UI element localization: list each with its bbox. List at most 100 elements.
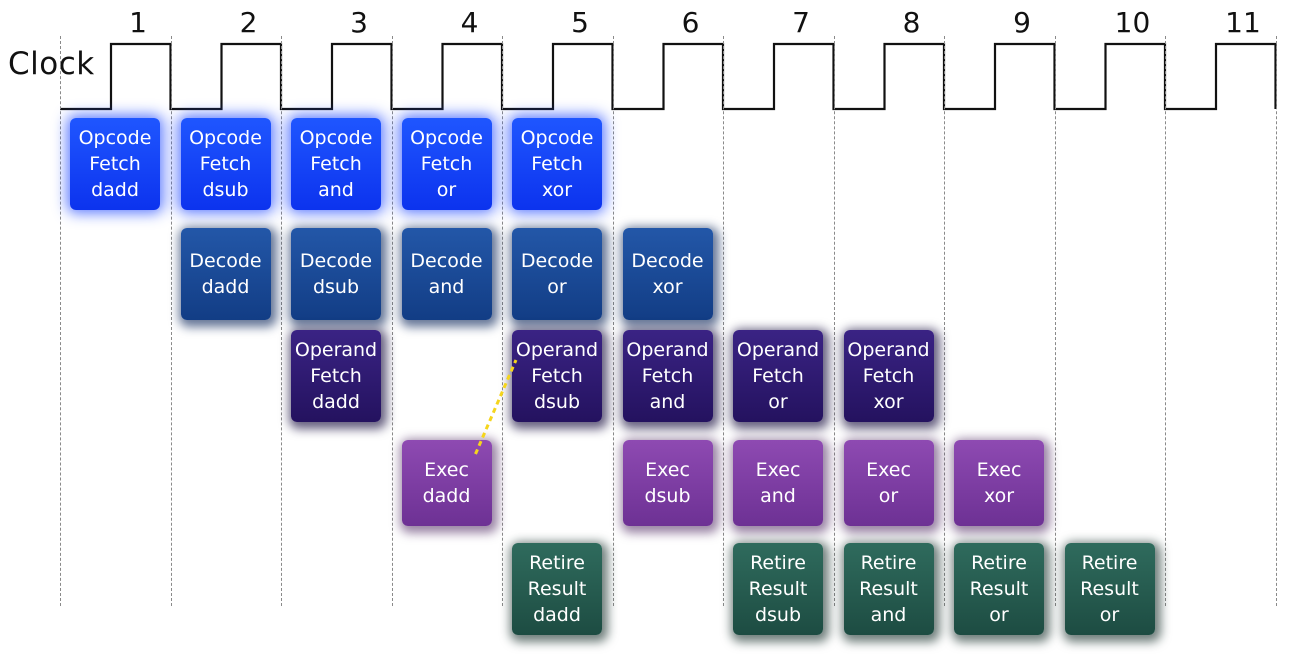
stage-box-label: Fetch	[862, 365, 915, 387]
stage-box-label: dsub	[644, 485, 691, 507]
stage-box-label: xor	[983, 485, 1015, 507]
cycle-number: 10	[1114, 6, 1151, 39]
cycle-boundary-line	[170, 36, 172, 606]
cycle-boundary-line	[1165, 36, 1166, 606]
stage-box-label: xor	[541, 179, 573, 201]
cycle-boundary-line	[391, 36, 393, 606]
stage-box-label: Opcode	[299, 127, 373, 149]
cycle-boundary-line	[612, 36, 614, 606]
stage-box-label: Result	[1080, 578, 1139, 600]
stage-box-label: or	[768, 391, 788, 413]
stage-box-label: xor	[652, 276, 683, 298]
stage-box-label: Opcode	[520, 127, 594, 149]
stage-box-label: Result	[969, 578, 1029, 600]
cycle-boundary-line	[944, 36, 945, 606]
cycle-number: 9	[1013, 6, 1031, 39]
cycle-number: 7	[792, 6, 810, 39]
cycle-boundary-line	[833, 36, 835, 606]
stage-box-label: and	[870, 604, 907, 626]
cycle-number: 1	[129, 6, 147, 39]
decode-stage-box: Decode dsub	[291, 228, 381, 320]
cycle-number: 2	[239, 6, 258, 39]
cycle-boundary-line	[1275, 36, 1277, 606]
stage-box-label: Decode	[410, 250, 483, 272]
decode-stage-box: Decode dadd	[180, 228, 271, 320]
stage-box-label: Fetch	[199, 153, 252, 175]
stage-box-label: Opcode	[410, 127, 483, 149]
stage-box-label: or	[436, 179, 457, 201]
stage-box-label: Decode	[299, 250, 373, 272]
stage-box-label: Fetch	[89, 153, 141, 175]
exec-stage-box: Exec xor	[954, 440, 1044, 526]
stage-box-label: dadd	[422, 485, 471, 507]
cycle-number: 3	[350, 6, 368, 39]
stage-box-label: and	[649, 391, 686, 413]
stage-box-label: Retire	[1081, 552, 1138, 574]
cycle-boundary-line	[281, 36, 282, 606]
stage-box-label: Decode	[520, 250, 594, 272]
stage-box-label: and	[760, 485, 796, 507]
stage-box-label: dadd	[533, 604, 581, 626]
stage-box-label: Exec	[755, 459, 801, 481]
cycle-number: 11	[1225, 6, 1261, 39]
clock-signal-line	[60, 42, 1277, 111]
stage-box-label: Operand	[847, 339, 930, 361]
stage-box-label: dadd	[201, 276, 250, 298]
stage-box-label: Retire	[860, 552, 917, 574]
stage-box-label: dsub	[202, 179, 249, 201]
stage-box-label: dsub	[533, 391, 581, 413]
stage-box-label: Decode	[189, 250, 262, 272]
stage-box-label: Fetch	[641, 365, 694, 387]
stage-box-label: Fetch	[531, 153, 583, 175]
clock-waveform	[60, 42, 1277, 111]
stage-box-label: Operand	[626, 339, 709, 361]
stage-box-label: Retire	[529, 552, 585, 574]
stage-box-label: Retire	[971, 552, 1027, 574]
exec-stage-box: Exec dsub	[622, 440, 713, 526]
cycle-boundary-line	[723, 36, 724, 606]
stage-box-label: Fetch	[420, 153, 473, 175]
stage-box-label: Operand	[515, 339, 599, 361]
cycle-boundary-line	[60, 36, 61, 606]
stage-box-label: xor	[873, 391, 904, 413]
stage-box-label: Exec	[866, 459, 911, 481]
stage-box-label: Operand	[294, 339, 378, 361]
stage-box-label: Result	[748, 578, 808, 600]
stage-box-label: dsub	[754, 604, 802, 626]
stage-box-label: Exec	[976, 459, 1022, 481]
cycle-number: 6	[681, 6, 700, 39]
stage-box-label: Exec	[645, 459, 690, 481]
cycle-boundary-line	[1054, 36, 1056, 606]
stage-box-label: dadd	[312, 391, 360, 413]
stage-box-label: Fetch	[310, 365, 362, 387]
cycle-boundary-line	[502, 36, 503, 606]
stage-box-label: dsub	[312, 276, 360, 298]
stage-box-label: or	[989, 604, 1009, 626]
stage-box-label: Fetch	[531, 365, 583, 387]
cycle-number: 8	[902, 6, 921, 39]
exec-stage-box: Exec and	[733, 440, 823, 526]
stage-box-label: Opcode	[189, 127, 262, 149]
cycle-number: 5	[571, 6, 589, 39]
stage-box-label: and	[318, 179, 354, 201]
stage-box-label: Result	[527, 578, 587, 600]
